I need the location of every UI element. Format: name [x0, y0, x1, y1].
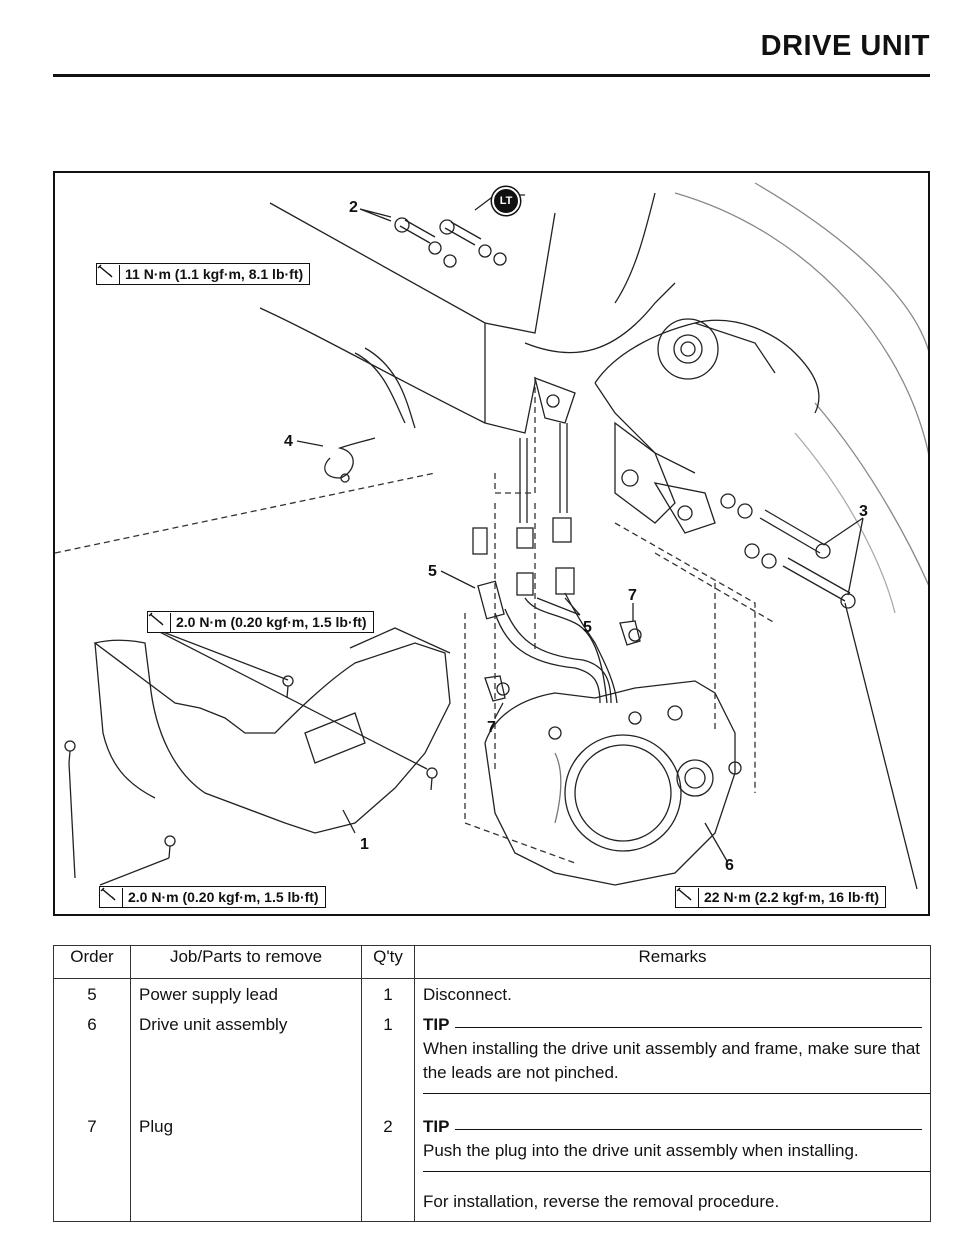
row-part: Drive unit assembly — [130, 1010, 362, 1112]
page-title: DRIVE UNIT — [760, 30, 930, 62]
footer-note: For installation, reverse the removal pr… — [423, 1192, 780, 1211]
torque-wrench-icon — [97, 264, 120, 284]
callout-1: 1 — [360, 836, 369, 853]
row-part: Power supply lead — [130, 978, 362, 1010]
torque-wrench-icon — [676, 887, 699, 907]
torque-spec-text: 2.0 N·m (0.20 kgf·m, 1.5 lb·ft) — [176, 614, 367, 630]
torque-spec-cover-bolt-lower: 2.0 N·m (0.20 kgf·m, 1.5 lb·ft) — [99, 886, 326, 908]
row-order: 5 — [53, 978, 131, 1010]
callout-2: 2 — [349, 199, 358, 216]
row-qty: 1 — [361, 978, 415, 1010]
table-row: 6 Drive unit assembly 1 TIP When install… — [53, 1010, 931, 1112]
callout-7-upper: 7 — [628, 587, 637, 604]
tip-heading: TIP — [423, 1115, 922, 1139]
torque-spec-bolt-3: 22 N·m (2.2 kgf·m, 16 lb·ft) — [675, 886, 887, 908]
header-remarks: Remarks — [414, 945, 931, 979]
diagram-drawing — [55, 182, 928, 890]
torque-spec-text: 2.0 N·m (0.20 kgf·m, 1.5 lb·ft) — [128, 889, 319, 905]
header-order: Order — [53, 945, 131, 979]
header-part: Job/Parts to remove — [130, 945, 362, 979]
table-row: 5 Power supply lead 1 Disconnect. — [53, 978, 931, 1010]
header-qty: Q'ty — [361, 945, 415, 979]
row-part: Plug — [130, 1112, 362, 1222]
callout-3: 3 — [859, 503, 868, 520]
lt-badge: LT — [492, 187, 520, 215]
torque-spec-text: 22 N·m (2.2 kgf·m, 16 lb·ft) — [704, 889, 880, 905]
tip-rule — [455, 1128, 922, 1130]
callout-5-left: 5 — [428, 563, 437, 580]
torque-spec-cover-bolt-upper: 2.0 N·m (0.20 kgf·m, 1.5 lb·ft) — [147, 611, 374, 633]
row-order: 7 — [53, 1112, 131, 1222]
tip-text: When installing the drive unit assembly … — [423, 1039, 921, 1082]
row-qty: 2 — [361, 1112, 415, 1222]
callout-5-right: 5 — [583, 619, 592, 636]
row-order: 6 — [53, 1010, 131, 1112]
header-rule — [53, 74, 930, 77]
row-remark: TIP Push the plug into the drive unit as… — [414, 1112, 931, 1222]
table-header-row: Order Job/Parts to remove Q'ty Remarks — [53, 945, 931, 979]
row-qty: 1 — [361, 1010, 415, 1112]
row-remark: TIP When installing the drive unit assem… — [414, 1010, 931, 1112]
tip-end-rule — [423, 1171, 930, 1172]
torque-spec-text: 11 N·m (1.1 kgf·m, 8.1 lb·ft) — [125, 266, 304, 282]
tip-label: TIP — [423, 1015, 450, 1034]
torque-wrench-icon — [100, 887, 123, 907]
tip-end-rule — [423, 1093, 930, 1094]
parts-table: Order Job/Parts to remove Q'ty Remarks 5… — [53, 945, 931, 1222]
torque-spec-bolt-2: 11 N·m (1.1 kgf·m, 8.1 lb·ft) — [96, 263, 311, 285]
table-row: 7 Plug 2 TIP Push the plug into the driv… — [53, 1112, 931, 1222]
tip-rule — [455, 1026, 922, 1028]
row-remark: Disconnect. — [414, 978, 931, 1010]
exploded-diagram: 11 N·m (1.1 kgf·m, 8.1 lb·ft) 2.0 N·m (0… — [53, 171, 930, 916]
tip-heading: TIP — [423, 1013, 922, 1037]
tip-text: Push the plug into the drive unit assemb… — [423, 1141, 859, 1160]
torque-wrench-icon — [148, 612, 171, 632]
callout-6: 6 — [725, 857, 734, 874]
tip-label: TIP — [423, 1117, 450, 1136]
callout-4: 4 — [284, 433, 293, 450]
callout-7-lower: 7 — [487, 719, 496, 736]
